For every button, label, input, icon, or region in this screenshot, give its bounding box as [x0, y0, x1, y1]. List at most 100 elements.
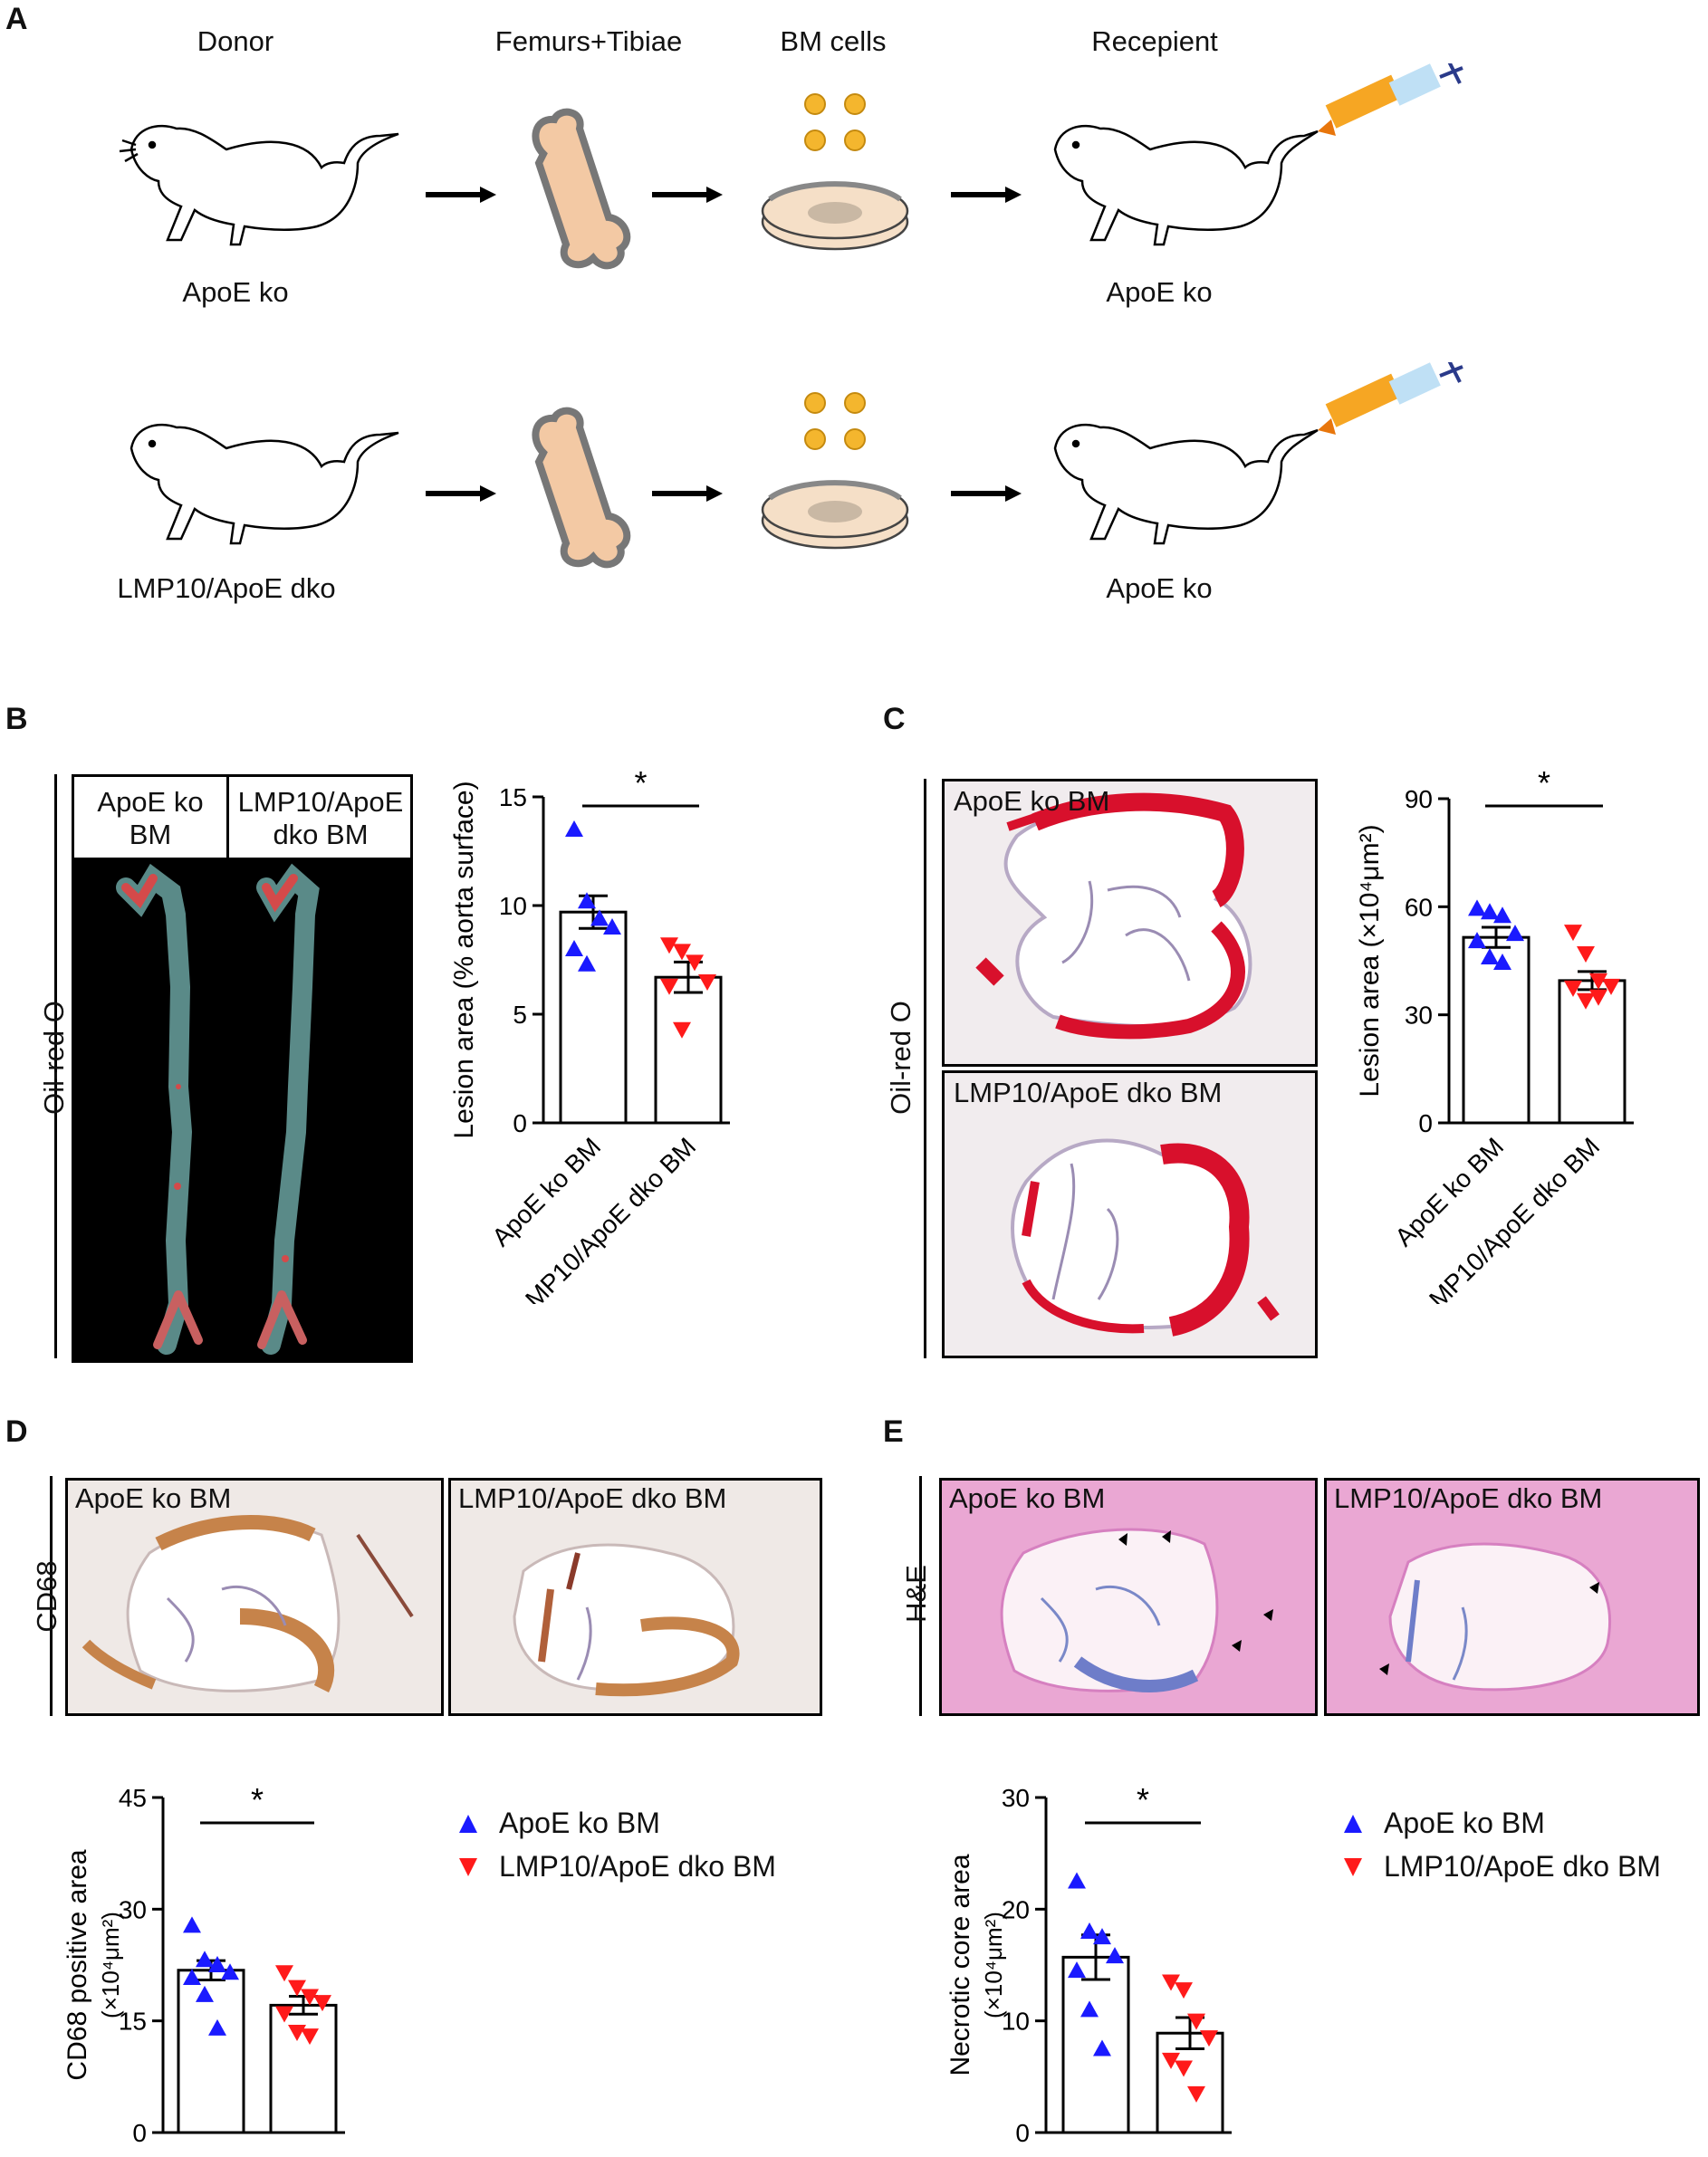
- chart-d-point-s2: [301, 1989, 319, 2006]
- chart-b-point-s1: [565, 820, 583, 837]
- chart-d-point-s2: [288, 1980, 306, 1997]
- chart-b-significance: *: [634, 764, 647, 801]
- row2-donor-label: LMP10/ApoE dko: [117, 572, 336, 604]
- chart-d-ylabel-unit: (×10⁴μm²): [97, 1912, 124, 2018]
- chart-c-point-s1: [1493, 906, 1511, 924]
- chart-e-point-s2: [1162, 1974, 1180, 1991]
- chart-c-ytick-label: 60: [1405, 893, 1433, 921]
- chart-e-bar-1: [1061, 1955, 1130, 2134]
- panel-e-bracket: [919, 1476, 922, 1716]
- legend-e-item-1: ApoE ko BM: [1342, 1807, 1545, 1840]
- chart-b-ytick-label: 15: [499, 783, 527, 811]
- chart-c-point-s1: [1481, 903, 1499, 920]
- chart-d-point-s1: [208, 1956, 226, 1972]
- chart-e-point-s1: [1068, 1872, 1086, 1889]
- panel-e-image1-label: ApoE ko BM: [949, 1482, 1106, 1514]
- legend-d-item-2: LMP10/ApoE dko BM: [457, 1850, 776, 1884]
- recipient-mouse-icon: [1053, 124, 1319, 246]
- chart-b-point-s2: [660, 978, 678, 995]
- chart-d-point-s2: [275, 2006, 293, 2023]
- chart-e-significance: *: [1137, 1781, 1149, 1818]
- row1-donor-label: ApoE ko: [182, 276, 289, 308]
- header-bm-cells: BM cells: [780, 25, 887, 57]
- chart-d-point-s1: [183, 1916, 201, 1933]
- chart-c-ytick-label: 0: [1418, 1109, 1433, 1137]
- chart-b-bar-1: [559, 910, 628, 1125]
- chart-e-ytick-label: 10: [1002, 2008, 1030, 2036]
- chart-b-point-s1: [578, 892, 596, 909]
- panel-c-stain-label: Oil-red O: [885, 1001, 916, 1115]
- workflow-row-1: [119, 63, 1463, 270]
- legend-d-label-2: LMP10/ApoE dko BM: [499, 1850, 776, 1883]
- chart-c-bar-2: [1558, 979, 1626, 1125]
- chart-d-point-s1: [221, 1963, 239, 1980]
- donor-mouse-icon: [130, 423, 399, 545]
- legend-d-triangle-down-icon: [459, 1857, 477, 1876]
- chart-b-point-s1: [603, 918, 621, 935]
- legend-d-item-1: ApoE ko BM: [457, 1807, 660, 1840]
- chart-d-point-s1: [208, 2018, 226, 2036]
- panel-b-aorta-image: [72, 860, 413, 1363]
- chart-c-ytick-label: 30: [1405, 1002, 1433, 1030]
- arrowhead-icon: [1232, 1640, 1242, 1652]
- workflow-row-2: [130, 362, 1463, 569]
- chart-d-significance: *: [251, 1781, 264, 1818]
- panel-e-image-apoe: ApoE ko BM: [939, 1478, 1318, 1716]
- chart-e-ytick-label: 20: [1002, 1895, 1030, 1923]
- chart-b-point-s2: [660, 937, 678, 954]
- panel-b-col1-label: ApoE ko BM: [97, 786, 204, 850]
- chart-e-point-s1: [1080, 2000, 1099, 2018]
- chart-c-ytick-label: 90: [1405, 785, 1433, 813]
- chart-e-ytick-label: 0: [1015, 2119, 1030, 2147]
- chart-e-point-s2: [1200, 2030, 1218, 2047]
- legend-e-triangle-down-icon: [1344, 1857, 1362, 1876]
- chart-b-point-s2: [698, 974, 716, 991]
- chart-b-point-s1: [578, 954, 596, 972]
- chart-d-ylabel: CD68 positive area: [62, 1849, 92, 2080]
- chart-d-point-s2: [275, 1965, 293, 1982]
- chart-c-ylabel: Lesion area (×10⁴μm²): [1355, 824, 1385, 1097]
- chart-b-point-s1: [590, 909, 609, 926]
- chart-b-point-s2: [686, 954, 704, 972]
- legend-e-triangle-up-icon: [1344, 1814, 1362, 1833]
- legend-d-triangle-up-icon: [459, 1814, 477, 1833]
- chart-d-bar-1: [177, 1969, 245, 2134]
- chart-d-point-s2: [313, 1995, 331, 2012]
- chart-d-point-s1: [196, 1985, 214, 2002]
- chart-b-ylabel: Lesion area (% aorta surface): [449, 781, 479, 1138]
- chart-d-point-s2: [301, 2028, 319, 2046]
- header-femurs-tibiae: Femurs+Tibiae: [494, 25, 683, 57]
- recipient-mouse-icon: [1053, 423, 1319, 545]
- panel-c-image-apoe: ApoE ko BM: [942, 779, 1318, 1067]
- petri-dish-icon: [761, 93, 909, 251]
- donor-mouse-icon: [119, 124, 399, 246]
- chart-b-ytick-label: 10: [499, 892, 527, 920]
- syringe-icon: [1318, 362, 1463, 435]
- panel-d-image2-label: LMP10/ApoE dko BM: [458, 1482, 727, 1514]
- syringe-icon: [1318, 63, 1463, 136]
- chart-d-ytick-label: 15: [119, 2008, 147, 2036]
- chart-e-ylabel-unit: (×10⁴μm²): [980, 1912, 1007, 2018]
- panel-letter-d: D: [5, 1414, 28, 1449]
- panel-letter-e: E: [883, 1414, 904, 1449]
- arrowhead-icon: [1118, 1533, 1127, 1546]
- panel-d-image-lmp10: LMP10/ApoE dko BM: [448, 1478, 822, 1716]
- panel-d-image-apoe: ApoE ko BM: [65, 1478, 444, 1716]
- aorta-lmp10-dko: [256, 863, 320, 1355]
- row2-recipient-label: ApoE ko: [1106, 572, 1213, 604]
- panel-d-stain-label: CD68: [31, 1560, 62, 1633]
- chart-c-point-s1: [1481, 948, 1499, 965]
- chart-c-point-s1: [1506, 925, 1524, 942]
- panel-e-image-lmp10: LMP10/ApoE dko BM: [1324, 1478, 1700, 1716]
- arrowhead-icon: [1263, 1609, 1273, 1621]
- chart-c-point-s2: [1589, 989, 1607, 1006]
- panel-b-header-box: ApoE ko BM LMP10/ApoE dko BM: [72, 774, 413, 860]
- chart-d-ytick-label: 0: [132, 2119, 147, 2147]
- bone-icon: [532, 108, 631, 270]
- chart-d-point-s1: [196, 1951, 214, 1968]
- header-donor: Donor: [197, 25, 274, 57]
- panel-letter-a: A: [5, 2, 28, 36]
